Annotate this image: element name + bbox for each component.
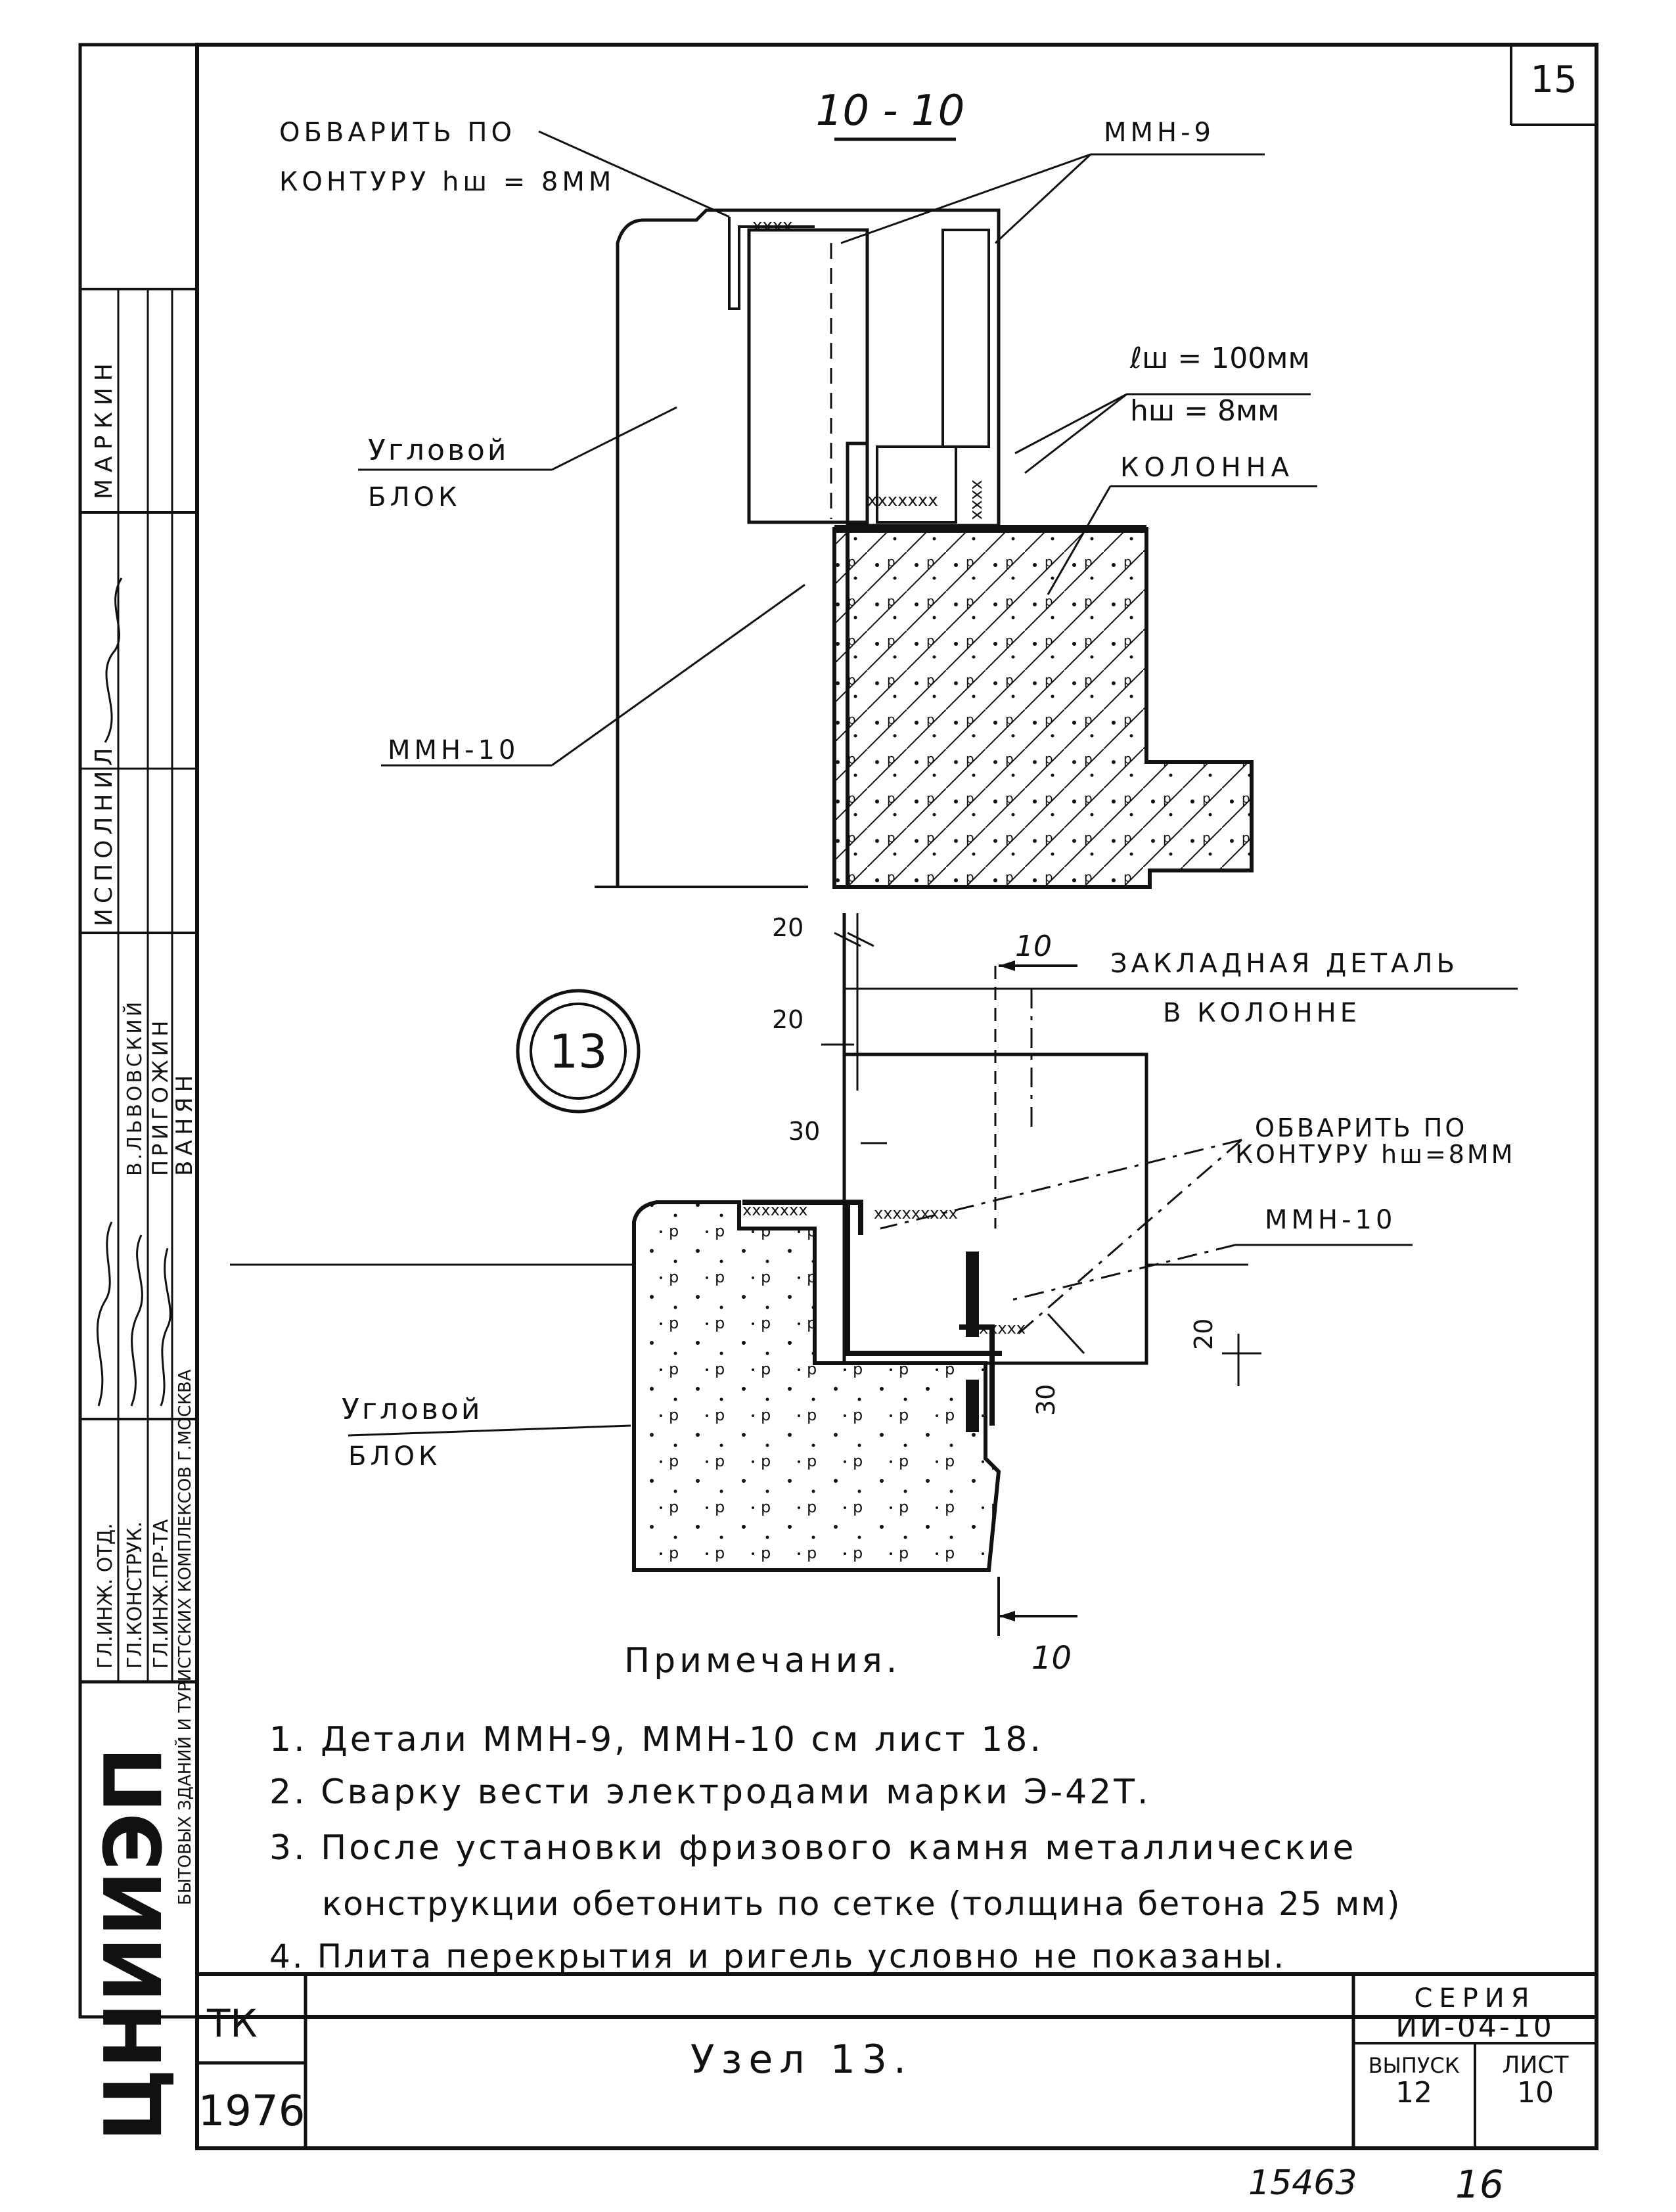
signature-4 (104, 577, 123, 743)
dim-30-b: 30 (1031, 1384, 1060, 1416)
stamp-name-1: В.ЛЬВОВСКИЙ (123, 999, 147, 1176)
stamp-name-2: ПРИГОЖИН (148, 1017, 173, 1176)
notes-title: Примечания. (624, 1641, 901, 1681)
title-main: Узел 13. (691, 2037, 913, 2083)
footer-number: 15463 (1248, 2163, 1357, 2203)
node-badge-number: 13 (549, 1025, 607, 1079)
top-weld-note-line1: ОБВАРИТЬ ПО (279, 118, 516, 148)
bottom-detail: xxxxxxxxx xxxxxxx xxxxx (230, 913, 1518, 1636)
stamp-role-1: ГЛ.ИНЖ. ОТД. (94, 1523, 117, 1669)
bottom-corner-block-line2: БЛОК (348, 1441, 441, 1472)
sheet-frame (78, 43, 1598, 2019)
footer: 15463 16 (1248, 2162, 1504, 2207)
signature-3 (160, 1248, 171, 1407)
stamp-org: ЦНИИЭП (89, 1747, 180, 2142)
stamp-role-2: ГЛ.КОНСТРУК. (124, 1522, 147, 1669)
svg-text:xxxx: xxxx (752, 216, 793, 236)
node-badge: 13 (516, 989, 641, 1114)
issue-value: 12 (1395, 2076, 1432, 2110)
sheet-value: 10 (1517, 2076, 1554, 2110)
series-value: ИИ-04-10 (1395, 2010, 1554, 2044)
bottom-weld-note-line2: КОНТУРУ hш=8ММ (1235, 1140, 1515, 1169)
footer-page: 16 (1455, 2162, 1504, 2207)
title-year: 1976 (198, 2087, 306, 2136)
dim-20-b: 20 (772, 1005, 804, 1034)
title-block: ТК 1976 Узел 13. СЕРИЯ ИИ-04-10 ВЫПУСК 1… (195, 1972, 1598, 2150)
top-labels: ОБВАРИТЬ ПО КОНТУРУ hш = 8ММ ММН-9 ℓш = … (279, 118, 1310, 765)
stamp-name-4: МАРКИН (91, 357, 118, 499)
dim-30-a: 30 (788, 1117, 820, 1146)
top-part-mmn10: ММН-10 (388, 735, 519, 765)
dim-10-top: 10 (1015, 930, 1052, 963)
note-item-4: 4. Плита перекрытия и ригель условно не … (269, 1937, 1286, 1975)
bottom-corner-block-line1: Угловой (342, 1393, 482, 1426)
bottom-weld-note-line1: ОБВАРИТЬ ПО (1255, 1114, 1467, 1142)
top-weld-h: hш = 8мм (1130, 394, 1279, 428)
note-item-1: 1. Детали ММН-9, ММН-10 см лист 18. (269, 1720, 1043, 1759)
svg-text:xxxxxxx: xxxxxxx (742, 1201, 807, 1219)
top-detail: xxxx xxxxxxx xxxx (358, 130, 1317, 889)
top-weld-note-line2: КОНТУРУ hш = 8ММ (279, 167, 615, 197)
note-item-3-cont: конструкции обетонить по сетке (толщина … (322, 1885, 1401, 1923)
signature-1 (96, 1221, 113, 1407)
section-label-text: 10 - 10 (816, 87, 965, 135)
note-item-2: 2. Сварку вести электродами марки Э-42Т. (269, 1772, 1151, 1812)
embedded-part-line2: В КОЛОННЕ (1163, 998, 1361, 1028)
bottom-part-mmn10: ММН-10 (1265, 1205, 1396, 1235)
bottom-labels: 20 20 10 30 30 20 10 ЗАКЛАДНАЯ ДЕТАЛЬ В … (342, 913, 1515, 1677)
title-tk: ТК (206, 2001, 258, 2046)
issue-label: ВЫПУСК (1369, 2053, 1460, 2078)
svg-text:xxxxxxx: xxxxxxx (867, 491, 938, 510)
svg-text:xxxxx: xxxxx (979, 1319, 1026, 1338)
top-part-mmn9: ММН-9 (1104, 118, 1215, 148)
section-label: 10 - 10 (816, 87, 965, 141)
notes: Примечания. 1. Детали ММН-9, ММН-10 см л… (269, 1641, 1401, 1975)
note-item-3: 3. После установки фризового камня метал… (269, 1828, 1356, 1868)
stamp-role-3: ГЛ.ИНЖ.ПР-ТА (150, 1519, 173, 1669)
series-label: СЕРИЯ (1414, 1983, 1535, 2014)
stamp-org-desc: БЫТОВЫХ ЗДАНИЙ И ТУРИСТСКИХ КОМПЛЕКСОВ Г… (174, 1369, 195, 1905)
top-corner-block-line2: БЛОК (368, 482, 461, 512)
dim-10-bottom: 10 (1031, 1640, 1072, 1677)
top-weld-len: ℓш = 100мм (1129, 342, 1310, 375)
dim-20-a: 20 (772, 913, 804, 942)
stamp-role-4: ИСПОЛНИЛ (91, 742, 118, 926)
embedded-part-line1: ЗАКЛАДНАЯ ДЕТАЛЬ (1110, 949, 1459, 979)
side-stamp: ЦНИИЭП БЫТОВЫХ ЗДАНИЙ И ТУРИСТСКИХ КОМПЛ… (80, 288, 198, 2142)
top-corner-block-line1: Угловой (368, 434, 509, 467)
top-column-label: КОЛОННА (1120, 453, 1294, 483)
sheet-number: 15 (1530, 58, 1577, 101)
stamp-name-3: ВАНЯН (171, 1070, 198, 1176)
dim-20-side: 20 (1189, 1319, 1218, 1350)
svg-text:xxxx: xxxx (968, 480, 987, 520)
signature-2 (130, 1234, 143, 1407)
sheet-label: ЛИСТ (1502, 2052, 1569, 2079)
